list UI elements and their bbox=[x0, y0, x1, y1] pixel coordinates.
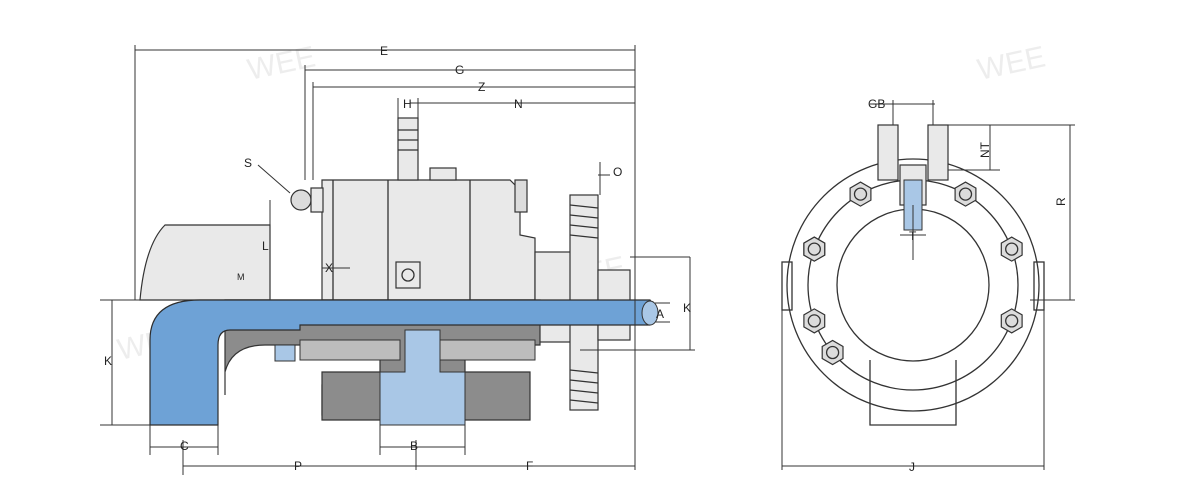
seal-ring bbox=[299, 339, 401, 361]
dim-label-x: X bbox=[325, 261, 333, 275]
top-fitting bbox=[927, 124, 949, 181]
bolt-head bbox=[853, 187, 868, 201]
seal-ring bbox=[439, 339, 536, 361]
dim-label-b: B bbox=[410, 439, 418, 453]
dim-label-n: N bbox=[514, 97, 523, 111]
hex-bolt bbox=[821, 339, 844, 366]
lube-fitting bbox=[397, 117, 419, 181]
hex-bolt bbox=[849, 181, 872, 207]
hex-bolt bbox=[803, 308, 826, 334]
rib-lines bbox=[569, 204, 599, 404]
flange-outer bbox=[786, 158, 1040, 412]
bolt-head bbox=[1005, 314, 1019, 328]
dim-label-o: O bbox=[613, 165, 622, 179]
elbow-housing bbox=[139, 224, 271, 301]
hex-bolt bbox=[803, 236, 826, 262]
watermark: WEE bbox=[245, 40, 319, 86]
housing-plug-hole bbox=[401, 268, 415, 282]
dim-label-g: G bbox=[455, 63, 464, 77]
dim-label-nt: NT bbox=[978, 141, 992, 158]
bolt-head bbox=[807, 314, 821, 328]
side-lug bbox=[781, 261, 793, 311]
end-dimension-lines bbox=[781, 100, 1075, 470]
side-lug bbox=[1033, 261, 1045, 311]
dim-label-j: J bbox=[909, 460, 915, 474]
dim-label-l: L bbox=[262, 239, 269, 253]
bolt-head bbox=[1005, 242, 1019, 256]
dim-label-a: A bbox=[656, 307, 664, 321]
side-bolt bbox=[514, 179, 528, 213]
pipe-end bbox=[641, 300, 659, 326]
eye-bolt bbox=[290, 189, 312, 211]
dim-label-m: M bbox=[237, 272, 245, 282]
dim-label-t: T bbox=[909, 229, 917, 243]
dim-label-h: H bbox=[403, 97, 412, 111]
top-fitting bbox=[877, 124, 899, 181]
top-plug bbox=[429, 167, 457, 181]
housing-body bbox=[321, 179, 536, 301]
dim-label-c: C bbox=[180, 439, 189, 453]
dim-label-z: Z bbox=[478, 80, 485, 94]
hex-bolt bbox=[954, 181, 977, 207]
flange-bolts bbox=[803, 181, 1023, 366]
dim-label-gb: GB bbox=[868, 97, 885, 111]
dim-label-p: P bbox=[294, 459, 302, 473]
inlet-nozzle bbox=[274, 344, 296, 362]
dim-label-s: S bbox=[244, 156, 252, 170]
dim-label-f: F bbox=[526, 459, 533, 473]
base-foot bbox=[869, 360, 957, 426]
eye-bolt-base bbox=[310, 187, 324, 213]
rotor-flange bbox=[534, 251, 576, 343]
dimension-lines bbox=[100, 45, 695, 475]
dim-label-e: E bbox=[380, 44, 388, 58]
watermark: WEE bbox=[975, 40, 1049, 86]
dim-label-r: R bbox=[1054, 197, 1068, 206]
side-view: E G Z N H S O L M X A K K C B P F bbox=[100, 44, 695, 475]
bolt-head bbox=[825, 345, 840, 360]
end-view: GB NT R T J bbox=[781, 97, 1075, 474]
hex-bolt bbox=[1000, 236, 1023, 262]
hex-bolt bbox=[1000, 308, 1023, 334]
dim-label-k-right: K bbox=[683, 301, 691, 315]
bolt-head bbox=[807, 242, 821, 256]
dim-label-k: K bbox=[104, 354, 112, 368]
bolt-head bbox=[958, 187, 973, 201]
housing-plug bbox=[395, 261, 421, 289]
